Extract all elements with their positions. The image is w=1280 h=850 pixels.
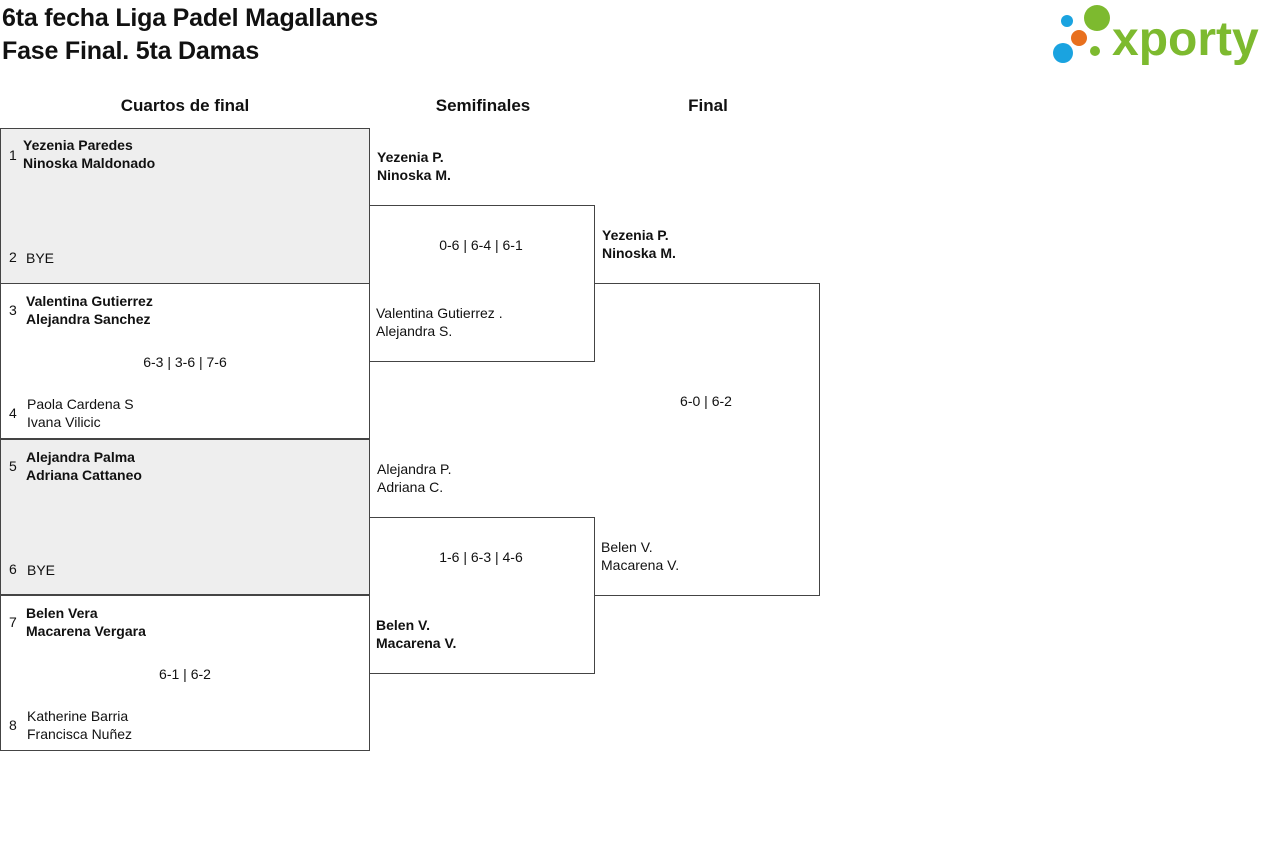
team-2: BYE bbox=[26, 249, 54, 267]
column-header-quarterfinals: Cuartos de final bbox=[120, 96, 250, 115]
seed-number: 1 bbox=[9, 147, 17, 163]
team-4: Paola Cardena S Ivana Vilicic bbox=[27, 395, 134, 431]
match-score: 6-3 | 3-6 | 7-6 bbox=[143, 354, 227, 370]
player-name: BYE bbox=[26, 250, 55, 266]
logo-wordmark: xporty bbox=[1112, 13, 1259, 66]
player-name: Valentina Gutierrez bbox=[26, 293, 153, 309]
team-5: Alejandra Palma Adriana Cattaneo bbox=[26, 448, 142, 484]
player-name: BYE bbox=[27, 562, 56, 578]
player-name: Ninoska Maldonado bbox=[23, 155, 156, 171]
team-8: Katherine Barria Francisca Nuñez bbox=[27, 707, 132, 743]
final-match: 6-0 | 6-2 Belen V. Macarena V. bbox=[594, 283, 820, 596]
player-name: Belen V. bbox=[601, 539, 653, 555]
team-6: BYE bbox=[27, 561, 55, 579]
seed-number: 3 bbox=[9, 302, 17, 318]
team-7: Belen Vera Macarena Vergara bbox=[26, 604, 146, 640]
player-name: Alejandra S. bbox=[376, 323, 453, 339]
semifinal-1-team-top: Yezenia P. Ninoska M. bbox=[377, 148, 451, 184]
player-name: Adriana Cattaneo bbox=[26, 467, 142, 483]
semifinal-match-1: 0-6 | 6-4 | 6-1 Valentina Gutierrez . Al… bbox=[369, 205, 595, 362]
team-3: Valentina Gutierrez Alejandra Sanchez bbox=[26, 292, 153, 328]
seed-number: 5 bbox=[9, 458, 17, 474]
seed-number: 6 bbox=[9, 561, 17, 577]
player-name: Yezenia P. bbox=[602, 227, 669, 243]
final-team-bottom: Belen V. Macarena V. bbox=[601, 538, 679, 574]
quarterfinal-match-1: 1 Yezenia Paredes Ninoska Maldonado 2 BY… bbox=[0, 128, 370, 284]
logo-dot-green bbox=[1084, 5, 1110, 31]
player-name: Yezenia Paredes bbox=[23, 137, 133, 153]
xporty-logo: xporty bbox=[1053, 5, 1259, 66]
page-subtitle: Fase Final. 5ta Damas bbox=[2, 37, 260, 65]
player-name: Macarena V. bbox=[376, 635, 457, 651]
seed-number: 4 bbox=[9, 405, 17, 421]
column-header-final: Final bbox=[688, 96, 728, 115]
player-name: Ninoska M. bbox=[602, 245, 676, 261]
semifinal-match-2: 1-6 | 6-3 | 4-6 Belen V. Macarena V. bbox=[369, 517, 595, 674]
semifinal-1-team-bottom: Valentina Gutierrez . Alejandra S. bbox=[376, 304, 503, 340]
player-name: Belen Vera bbox=[26, 605, 98, 621]
player-name: Alejandra Palma bbox=[26, 449, 135, 465]
logo-dot-blue-large bbox=[1053, 43, 1073, 63]
player-name: Francisca Nuñez bbox=[27, 726, 133, 742]
player-name: Katherine Barria bbox=[27, 708, 129, 724]
player-name: Ivana Vilicic bbox=[27, 414, 101, 430]
quarterfinal-match-4: 7 Belen Vera Macarena Vergara 6-1 | 6-2 … bbox=[0, 595, 370, 751]
seed-number: 8 bbox=[9, 717, 17, 733]
quarterfinal-match-3: 5 Alejandra Palma Adriana Cattaneo 6 BYE bbox=[0, 439, 370, 595]
player-name: Belen V. bbox=[376, 617, 430, 633]
match-score: 0-6 | 6-4 | 6-1 bbox=[439, 237, 523, 253]
team-1: Yezenia Paredes Ninoska Maldonado bbox=[23, 136, 155, 172]
column-header-semifinals: Semifinales bbox=[435, 96, 531, 115]
seed-number: 2 bbox=[9, 249, 17, 265]
logo-dot-green-small bbox=[1090, 46, 1100, 56]
logo-dot-blue-small bbox=[1061, 15, 1073, 27]
match-score: 6-1 | 6-2 bbox=[159, 666, 211, 682]
page-title: 6ta fecha Liga Padel Magallanes bbox=[2, 4, 378, 32]
player-name: Yezenia P. bbox=[377, 149, 444, 165]
match-score: 6-0 | 6-2 bbox=[680, 393, 732, 409]
quarterfinal-match-2: 3 Valentina Gutierrez Alejandra Sanchez … bbox=[0, 283, 370, 439]
seed-number: 7 bbox=[9, 614, 17, 630]
final-team-top: Yezenia P. Ninoska M. bbox=[602, 226, 676, 262]
player-name: Alejandra P. bbox=[377, 461, 452, 477]
player-name: Paola Cardena S bbox=[27, 396, 134, 412]
semifinal-2-team-bottom: Belen V. Macarena V. bbox=[376, 616, 456, 652]
player-name: Alejandra Sanchez bbox=[26, 311, 151, 327]
player-name: Adriana C. bbox=[377, 479, 444, 495]
player-name: Macarena Vergara bbox=[26, 623, 146, 639]
player-name: Ninoska M. bbox=[377, 167, 451, 183]
semifinal-2-team-top: Alejandra P. Adriana C. bbox=[377, 460, 451, 496]
match-score: 1-6 | 6-3 | 4-6 bbox=[439, 549, 523, 565]
player-name: Valentina Gutierrez . bbox=[376, 305, 503, 321]
player-name: Macarena V. bbox=[601, 557, 680, 573]
logo-dot-orange bbox=[1071, 30, 1087, 46]
